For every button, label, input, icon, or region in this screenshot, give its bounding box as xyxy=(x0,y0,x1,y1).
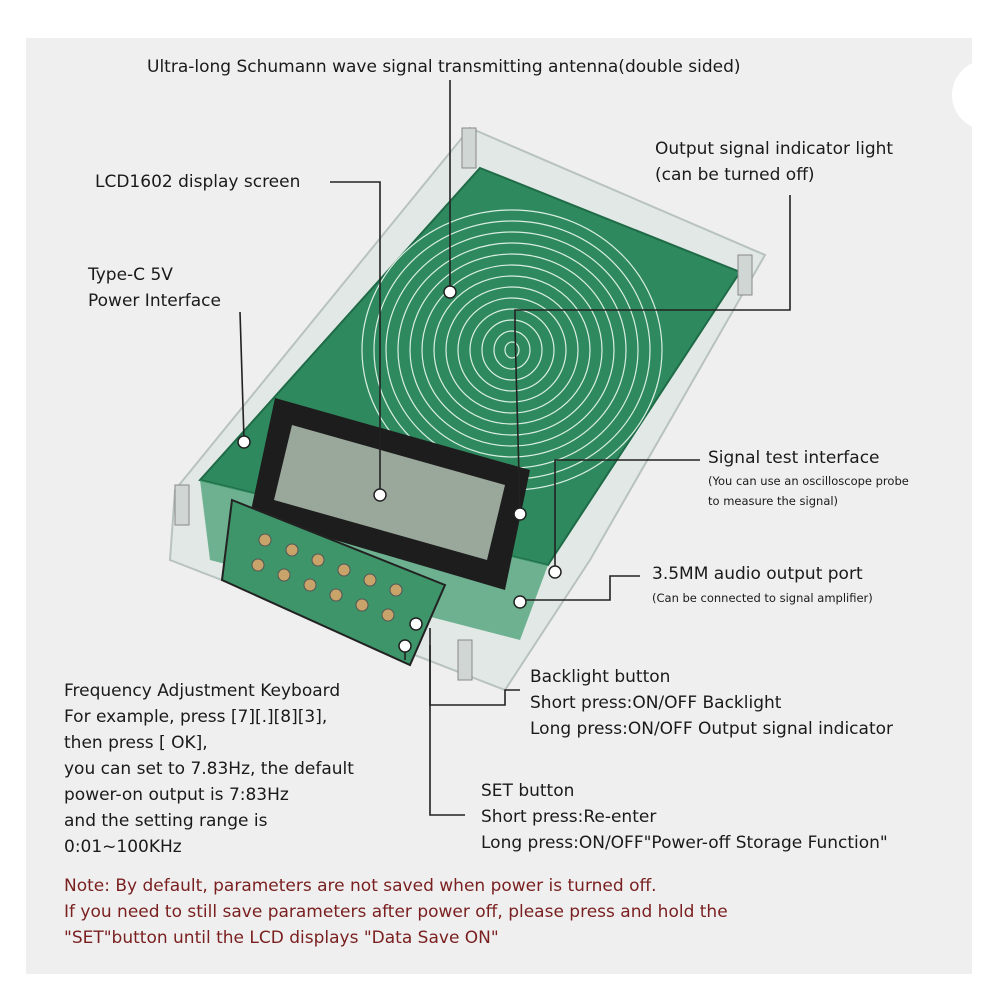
label-indicator-light: Output signal indicator light (can be tu… xyxy=(655,136,893,188)
label-audio-port: 3.5MM audio output port (Can be connecte… xyxy=(652,561,873,609)
label-line: Short press:ON/OFF Backlight xyxy=(530,693,782,713)
label-line: SET button xyxy=(481,781,575,801)
label-line: (You can use an oscilloscope probe xyxy=(708,474,909,488)
label-line: Backlight button xyxy=(530,667,671,687)
keypad-board xyxy=(220,498,447,667)
label-keyboard: Frequency Adjustment Keyboard For exampl… xyxy=(64,678,354,860)
note-line: Note: By default, parameters are not sav… xyxy=(64,876,657,896)
leader-lines xyxy=(239,80,791,816)
label-antenna: Ultra-long Schumann wave signal transmit… xyxy=(147,57,741,77)
label-line: Frequency Adjustment Keyboard xyxy=(64,681,341,701)
note-text: Note: By default, parameters are not sav… xyxy=(64,873,728,951)
callout-dots xyxy=(237,285,562,653)
label-line: to measure the signal) xyxy=(708,494,839,508)
label-line: then press [ OK], xyxy=(64,733,208,753)
label-line: Type-C 5V xyxy=(88,265,173,285)
label-line: For example, press [7][.][8][3], xyxy=(64,707,328,727)
label-line: (Can be connected to signal amplifier) xyxy=(652,591,873,605)
label-line: Power Interface xyxy=(88,291,221,311)
label-line: you can set to 7.83Hz, the default xyxy=(64,759,354,779)
label-line: and the setting range is xyxy=(64,811,268,831)
note-line: If you need to still save parameters aft… xyxy=(64,902,728,922)
label-line: Output signal indicator light xyxy=(655,139,894,159)
label-set-button: SET button Short press:Re-enter Long pre… xyxy=(481,778,888,856)
label-line: Long press:ON/OFF"Power-off Storage Func… xyxy=(481,833,888,853)
note-line: "SET"button until the LCD displays "Data… xyxy=(64,928,499,948)
corner-decoration xyxy=(952,60,1000,130)
label-signal-test: Signal test interface (You can use an os… xyxy=(708,445,909,511)
label-power: Type-C 5V Power Interface xyxy=(88,262,221,314)
label-lcd: LCD1602 display screen xyxy=(95,172,301,192)
label-line: Signal test interface xyxy=(708,448,880,468)
label-line: 3.5MM audio output port xyxy=(652,564,863,584)
label-line: Long press:ON/OFF Output signal indicato… xyxy=(530,719,893,739)
label-line: Short press:Re-enter xyxy=(481,807,657,827)
label-line: 0:01~100KHz xyxy=(64,837,182,857)
label-line: power-on output is 7:83Hz xyxy=(64,785,289,805)
lcd-screen xyxy=(274,425,505,560)
keypad-buttons xyxy=(251,533,403,622)
label-backlight-button: Backlight button Short press:ON/OFF Back… xyxy=(530,664,893,742)
label-line: (can be turned off) xyxy=(655,165,815,185)
